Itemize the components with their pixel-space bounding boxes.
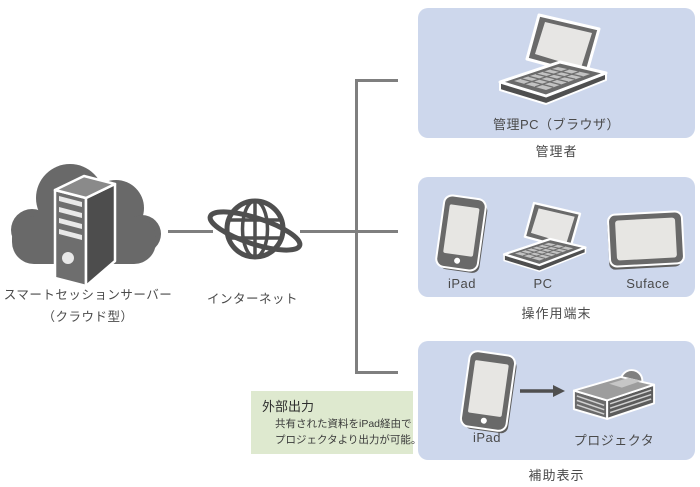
ipad-screen [443, 204, 480, 257]
terminal-pc-icon [498, 200, 590, 278]
aux-projector-icon [572, 369, 656, 420]
terminal-surface-icon [608, 212, 684, 266]
note-body-line2: プロジェクタより出力が可能。 [275, 434, 422, 446]
connector-vertical [355, 79, 358, 374]
note-body-line1: 共有された資料をiPad経由で [275, 418, 412, 430]
aux-ipad-label: iPad [472, 430, 502, 445]
note-box: 外部出力 共有された資料をiPad経由で プロジェクタより出力が可能。 [251, 391, 421, 454]
terminal-ipad-label: iPad [447, 276, 477, 291]
connector-cloud-internet [168, 230, 213, 233]
note-title: 外部出力 [262, 399, 315, 414]
arrow-right-icon [520, 385, 565, 397]
admin-laptop-icon [492, 12, 612, 112]
internet-label: インターネット [206, 292, 298, 306]
ipad-home-button-icon [453, 257, 461, 265]
server-label-line2: （クラウド型） [42, 310, 134, 324]
server-label-line1: スマートセッションサーバー [3, 288, 173, 302]
terminal-caption: 操作用端末 [521, 306, 592, 321]
ipad-screen [467, 359, 509, 418]
internet-icon [207, 198, 303, 260]
ipad-home-button-icon [480, 417, 488, 425]
connector-branch-bottom [355, 371, 398, 374]
aux-caption: 補助表示 [528, 468, 585, 483]
terminal-surface-label: Suface [626, 276, 670, 291]
admin-device-label: 管理PC（ブラウザ） [492, 117, 621, 132]
terminal-pc-label: PC [533, 276, 553, 291]
aux-projector-label: プロジェクタ [573, 433, 655, 448]
admin-caption: 管理者 [535, 144, 578, 159]
connector-branch-top [355, 79, 398, 82]
connector-internet-branch [300, 230, 398, 233]
cloud-server-icon [11, 164, 161, 288]
surface-screen [614, 217, 678, 261]
